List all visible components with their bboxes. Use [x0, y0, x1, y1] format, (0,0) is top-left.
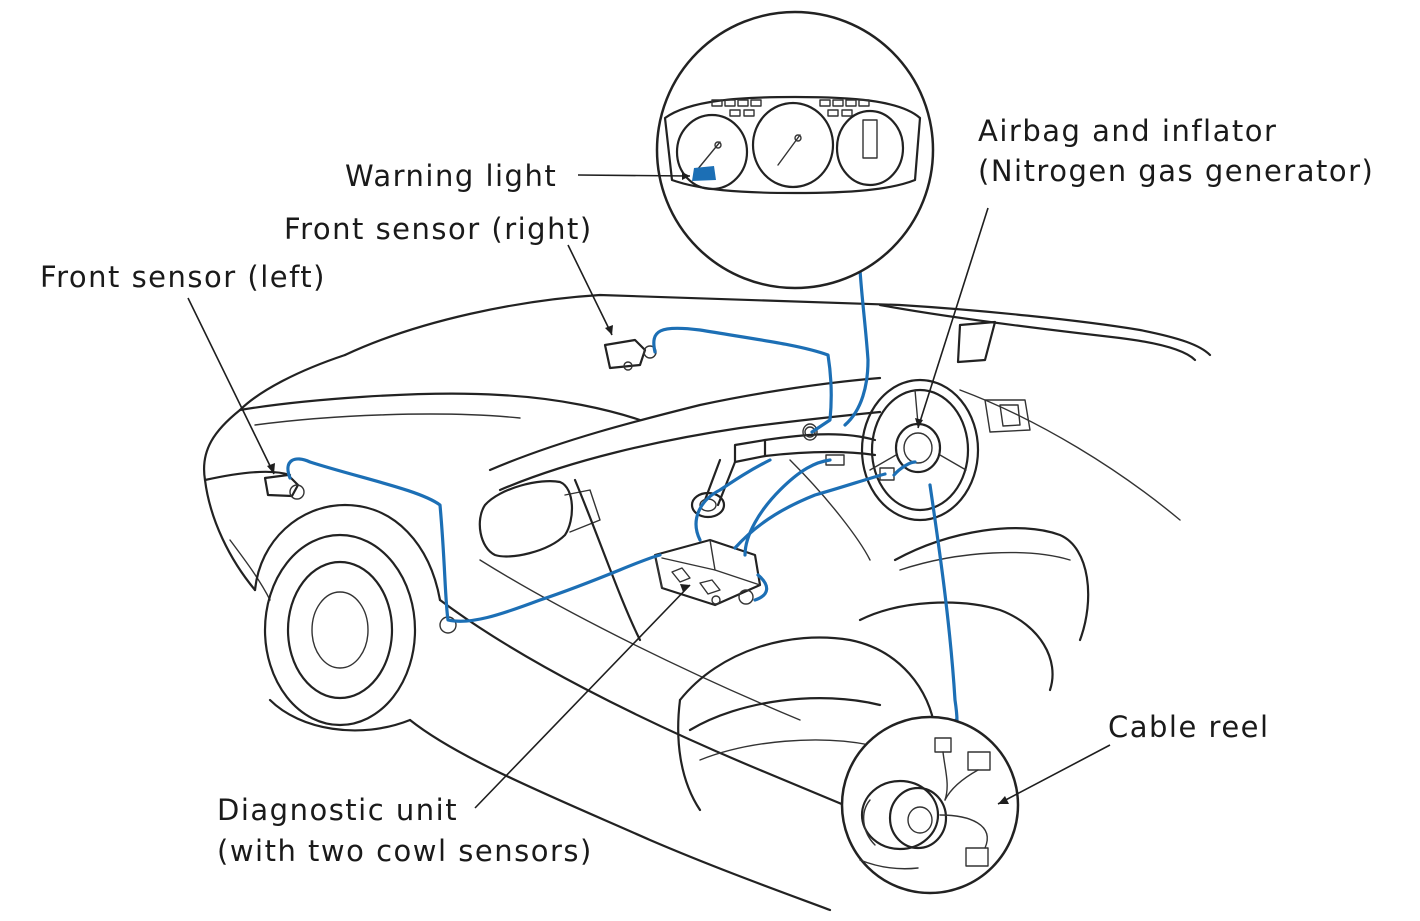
wiring-harness — [286, 268, 959, 726]
wire-right-sensor — [652, 326, 833, 434]
wire-warning-light — [843, 268, 870, 427]
label-airbag-line1: Airbag and inflator — [978, 114, 1278, 148]
diagnostic-unit-part — [653, 538, 762, 607]
leader-front-sensor-right — [567, 244, 613, 336]
leader-front-sensor-left — [187, 297, 275, 475]
leader-lines — [187, 172, 1111, 809]
wire-steering — [892, 460, 917, 477]
front-sensor-right-part — [603, 338, 657, 371]
front-sensor-left-part — [263, 473, 305, 500]
leader-warning-light — [577, 174, 691, 177]
leader-diagnostic-unit — [474, 584, 691, 809]
wire-diag-dash — [733, 472, 887, 550]
car-body — [202, 293, 1212, 912]
warning-light-inset — [655, 10, 935, 290]
label-diagnostic-line1: Diagnostic unit — [217, 793, 459, 827]
leader-cable-reel — [997, 744, 1111, 805]
wire-cable-reel — [928, 483, 959, 726]
cable-reel-inset — [840, 715, 1020, 895]
connector-parts — [439, 426, 895, 634]
label-cable-reel: Cable reel — [1108, 710, 1270, 744]
steering-column — [690, 423, 877, 519]
label-front-sensor-left: Front sensor (left) — [40, 260, 326, 294]
wire-diag-center — [694, 458, 772, 542]
wire-left-sensor — [286, 457, 662, 623]
warning-lamp — [692, 166, 716, 181]
wire-diag-rear — [753, 573, 769, 602]
label-front-sensor-right: Front sensor (right) — [284, 212, 593, 246]
label-warning-light: Warning light — [345, 159, 558, 193]
label-airbag-line2: (Nitrogen gas generator) — [978, 154, 1375, 188]
leader-airbag — [917, 207, 989, 429]
wire-diag-column — [743, 458, 832, 557]
label-diagnostic-line2: (with two cowl sensors) — [217, 834, 593, 868]
steering-wheel — [860, 378, 980, 522]
